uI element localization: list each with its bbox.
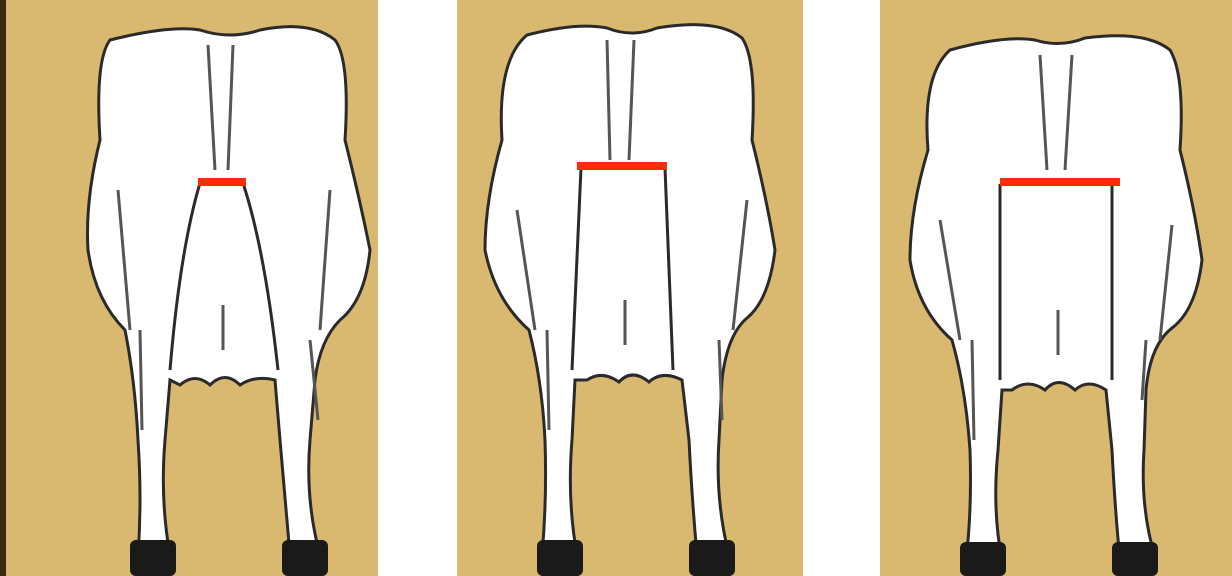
right-hoof (282, 540, 328, 576)
cow-illustration-intermediate (457, 0, 803, 576)
left-hoof (130, 540, 176, 576)
cow-illustration-narrow (0, 0, 378, 576)
left-edge-border (0, 0, 6, 576)
right-hoof (1112, 542, 1158, 576)
left-hoof (960, 542, 1006, 576)
cow-illustration-wide (880, 0, 1232, 576)
cow-rear-view-wide (880, 0, 1232, 576)
right-hoof (689, 540, 735, 576)
cow-rear-view-intermediate (457, 0, 803, 576)
cow-rear-view-narrow (0, 0, 378, 576)
left-hoof (537, 540, 583, 576)
